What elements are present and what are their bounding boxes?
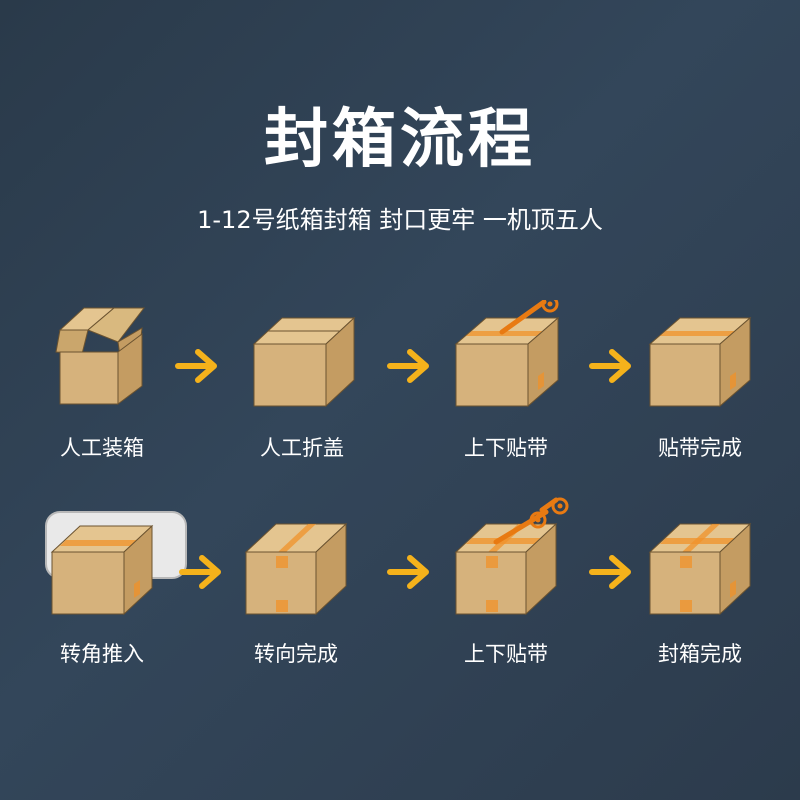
turned-box-icon: [244, 522, 348, 616]
step-label: 转向完成: [254, 642, 338, 666]
corner-push-box-icon: [45, 511, 187, 616]
arrow-right-icon: [589, 555, 631, 589]
step-manual-packing: 人工装箱: [22, 300, 182, 480]
step-label: 人工装箱: [60, 436, 144, 460]
taped-box-icon: [648, 316, 752, 408]
step-label: 贴带完成: [658, 436, 742, 460]
sealed-box-icon: [648, 522, 752, 616]
arrow-right-icon: [175, 349, 217, 383]
arrow-right-icon: [589, 349, 631, 383]
step-turning-complete: 转向完成: [216, 506, 376, 686]
page-title: 封箱流程: [264, 103, 536, 177]
arrow-right-icon: [387, 349, 429, 383]
open-box-icon: [55, 307, 146, 405]
page-subtitle: 1-12号纸箱封箱 封口更牢 一机顶五人: [197, 206, 603, 234]
arrow-right-icon: [387, 555, 429, 589]
closed-box-icon: [252, 316, 356, 408]
step-sealing-complete: 封箱完成: [620, 506, 780, 686]
step-taping-top-bottom: 上下贴带: [426, 300, 586, 480]
arrow-right-icon: [179, 555, 221, 589]
step-taping-complete: 贴带完成: [620, 300, 780, 480]
step-label: 转角推入: [60, 642, 144, 666]
step-manual-folding: 人工折盖: [222, 300, 382, 480]
step-label: 上下贴带: [464, 642, 548, 666]
taping-box-icon: [454, 497, 569, 616]
step-corner-push-in: 转角推入: [22, 506, 187, 686]
step-taping-top-bottom-2: 上下贴带: [426, 486, 586, 666]
taping-box-icon: [454, 300, 560, 408]
step-label: 上下贴带: [464, 436, 548, 460]
step-label: 人工折盖: [260, 436, 344, 460]
step-label: 封箱完成: [658, 642, 742, 666]
